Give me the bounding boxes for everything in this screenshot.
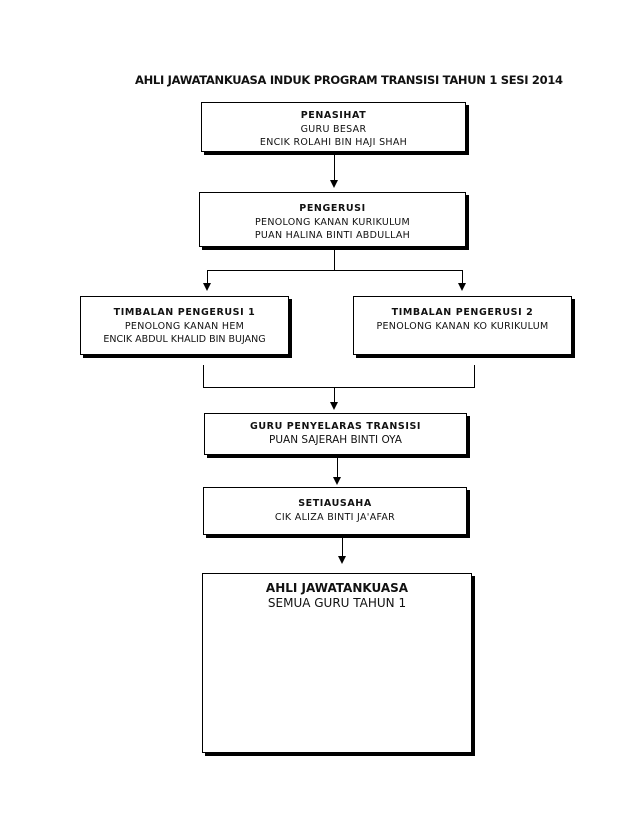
connector-setiausaha-ahli (342, 538, 343, 557)
role-penasihat: PENASIHAT (300, 110, 367, 121)
role-penyelaras: GURU PENYELARAS TRANSISI (249, 421, 422, 432)
name-timbalan-1: ENCIK ABDUL KHALID BIN BUJANG (103, 334, 266, 345)
role-ahli: AHLI JAWATANKUASA (265, 581, 409, 595)
role-setiausaha: SETIAUSAHA (298, 498, 372, 509)
arrow-to-timbalan2 (458, 283, 466, 291)
connector-penyelaras-setiausaha (337, 458, 338, 478)
role-pengerusi: PENGERUSI (299, 203, 366, 214)
connector-right-drop (462, 270, 463, 284)
box-timbalan-2: TIMBALAN PENGERUSI 2 PENOLONG KANAN KO K… (353, 296, 572, 355)
box-pengerusi: PENGERUSI PENOLONG KANAN KURIKULUM PUAN … (199, 192, 466, 247)
connector-right-rise (474, 365, 475, 387)
box-penyelaras: GURU PENYELARAS TRANSISI PUAN SAJERAH BI… (204, 413, 467, 455)
connector-horizontal-bottom (203, 387, 475, 388)
connector-pengerusi-down (334, 250, 335, 270)
connector-horizontal-top (207, 270, 463, 271)
arrow-to-setiausaha (333, 477, 341, 485)
name-setiausaha: CIK ALIZA BINTI JA'AFAR (274, 511, 396, 523)
connector-left-drop (207, 270, 208, 284)
box-setiausaha: SETIAUSAHA CIK ALIZA BINTI JA'AFAR (203, 487, 467, 535)
name-penasihat: ENCIK ROLAHI BIN HAJI SHAH (259, 137, 408, 148)
name-pengerusi: PUAN HALINA BINTI ABDULLAH (254, 230, 411, 241)
box-penasihat: PENASIHAT GURU BESAR ENCIK ROLAHI BIN HA… (201, 102, 466, 152)
arrow-to-penyelaras (330, 402, 338, 410)
position-timbalan-1: PENOLONG KANAN HEM (124, 320, 245, 332)
role-timbalan-1: TIMBALAN PENGERUSI 1 (113, 307, 256, 318)
box-ahli: AHLI JAWATANKUASA SEMUA GURU TAHUN 1 (202, 573, 472, 753)
connector-left-rise (203, 365, 204, 387)
connector-penasihat-pengerusi (334, 155, 335, 181)
position-timbalan-2: PENOLONG KANAN KO KURIKULUM (376, 320, 549, 332)
name-penyelaras: PUAN SAJERAH BINTI OYA (269, 433, 402, 446)
box-timbalan-1: TIMBALAN PENGERUSI 1 PENOLONG KANAN HEM … (80, 296, 289, 355)
arrow-to-timbalan1 (203, 283, 211, 291)
arrow-to-pengerusi (330, 180, 338, 188)
role-timbalan-2: TIMBALAN PENGERUSI 2 (391, 307, 534, 318)
members-ahli: SEMUA GURU TAHUN 1 (267, 596, 407, 610)
arrow-to-ahli (338, 556, 346, 564)
position-penasihat: GURU BESAR (300, 123, 367, 135)
connector-to-penyelaras (334, 387, 335, 403)
position-pengerusi: PENOLONG KANAN KURIKULUM (255, 216, 410, 228)
chart-title: AHLI JAWATANKUASA INDUK PROGRAM TRANSISI… (135, 73, 563, 87)
